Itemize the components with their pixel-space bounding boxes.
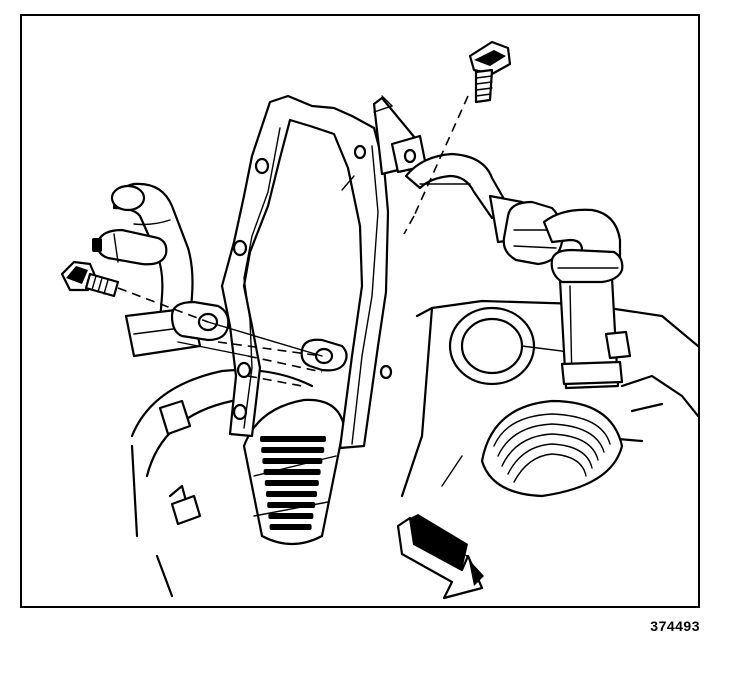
left-bolt xyxy=(60,260,120,298)
bracket-lower-tab xyxy=(170,300,348,372)
alignment-lines xyxy=(117,95,469,387)
upper-radiator-hose xyxy=(92,182,194,348)
fan-fin xyxy=(264,480,319,486)
bracket-tab xyxy=(372,96,428,176)
figure-id-label: 374493 xyxy=(650,618,700,634)
bypass-pipe xyxy=(404,152,632,390)
exploded-view-diagram xyxy=(20,14,700,608)
fan-clutch xyxy=(242,398,346,546)
front-arrow-icon xyxy=(396,514,484,600)
fan-fin xyxy=(269,524,312,530)
fan-fin xyxy=(260,436,326,442)
fan-fin xyxy=(268,513,314,519)
fan-fin xyxy=(261,447,325,453)
fan-fin xyxy=(266,491,317,497)
fan-shroud xyxy=(130,368,314,598)
crankshaft-balancer xyxy=(480,374,698,498)
cover-boss xyxy=(448,306,583,386)
upper-bolt xyxy=(468,40,512,104)
fan-fin xyxy=(267,502,316,508)
mounting-bracket xyxy=(220,94,393,450)
